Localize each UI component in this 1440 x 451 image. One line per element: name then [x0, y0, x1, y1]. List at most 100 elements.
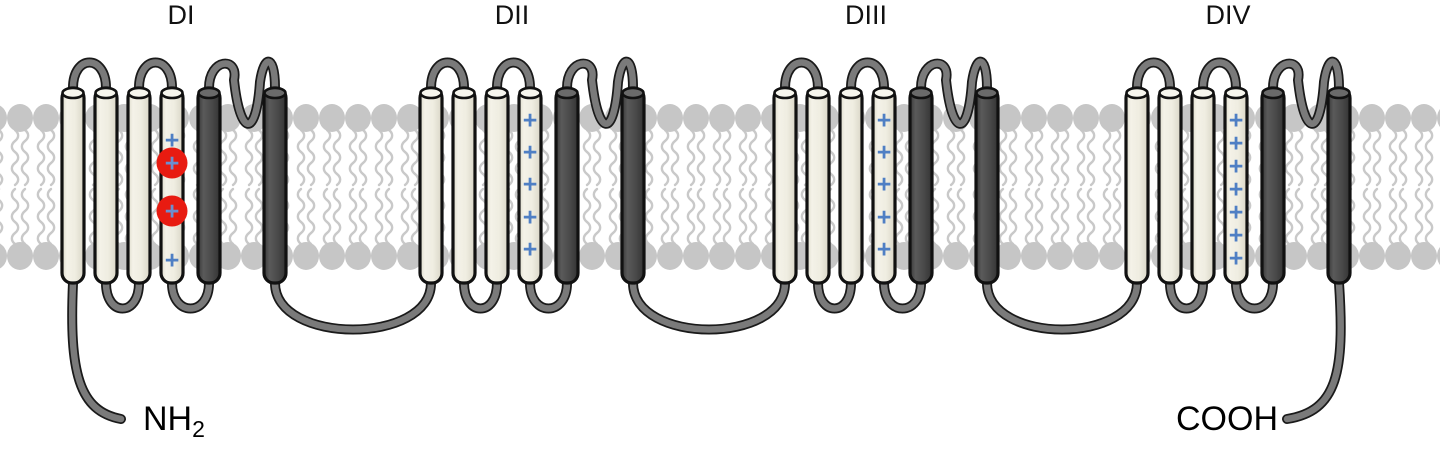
- lipid-tail: [1060, 128, 1070, 187]
- lipid-tail: [540, 128, 550, 187]
- lipid-tail: [1216, 187, 1226, 246]
- lipid-tail: [20, 128, 30, 187]
- loop-DIV-S2-S3: [1166, 279, 1207, 312]
- lipid-head: [1385, 242, 1411, 270]
- n-terminus-tail: [68, 279, 125, 423]
- lipid-head: [657, 104, 683, 132]
- helix-body-DI-S2: [93, 86, 119, 285]
- helix-DII-S5: [554, 86, 580, 285]
- lipid-head: [1281, 242, 1307, 270]
- lipid-tail: [1086, 128, 1096, 187]
- lipid-tail: [10, 128, 20, 187]
- lipid-head: [943, 242, 969, 270]
- lipid-tail: [722, 128, 732, 187]
- lipid-tail: [10, 187, 20, 246]
- helix-body-DII-S6: [620, 86, 646, 285]
- lipid-head: [657, 242, 683, 270]
- lipid-head: [33, 104, 59, 132]
- n-terminus-label: NH2: [143, 400, 205, 442]
- domain-label-DIII: DIII: [845, 0, 887, 30]
- lipid-tail: [998, 128, 1008, 187]
- lipid-tail: [306, 128, 316, 187]
- lipid-head: [1099, 242, 1125, 270]
- lipid-tail: [1310, 187, 1320, 246]
- lipid-tail: [400, 128, 410, 187]
- lipid-head: [1359, 242, 1385, 270]
- helix-DI-S2: [93, 86, 119, 285]
- c-terminus-tail: [1283, 279, 1344, 423]
- lipid-head: [7, 242, 33, 270]
- helix-cap-DIV-S3: [1191, 86, 1215, 100]
- loop-DII-S2-S3: [460, 279, 501, 312]
- lipid-head: [735, 242, 761, 270]
- lipid-tail: [696, 187, 706, 246]
- loop-DII-S3-S4: [493, 59, 534, 92]
- lipid-tail: [670, 128, 680, 187]
- lipid-tail: [348, 187, 358, 246]
- lipid-tail: [322, 128, 332, 187]
- helix-body-DI-S3: [126, 86, 152, 285]
- lipid-tail: [660, 128, 670, 187]
- lipid-tail: [1372, 187, 1382, 246]
- lipid-tail: [218, 128, 228, 187]
- helix-cap-DIV-S1: [1125, 86, 1149, 100]
- helix-body-DIII-S1: [772, 86, 798, 285]
- charge-plus-sign: +: [523, 236, 538, 264]
- helix-DIV-S3: [1190, 86, 1216, 285]
- lipid-head: [345, 104, 371, 132]
- lipid-tail: [46, 187, 56, 246]
- lipid-tail: [332, 187, 342, 246]
- loop-DIV-S4-S5: [1232, 279, 1277, 312]
- charge-plus-sign: +: [523, 107, 538, 135]
- lipid-tail: [1050, 128, 1060, 187]
- lipid-tail: [1086, 187, 1096, 246]
- helix-DIII-S3: [838, 86, 864, 285]
- helix-cap-DIII-S3: [839, 86, 863, 100]
- lipid-head: [0, 243, 7, 269]
- lipid-tail: [1362, 187, 1372, 246]
- lipid-tail: [1414, 128, 1424, 187]
- lipid-tail: [384, 128, 394, 187]
- lipid-tail: [800, 187, 810, 246]
- loop-DI-S1-S2: [69, 59, 110, 92]
- lipid-tail: [1284, 128, 1294, 187]
- lipid-tail: [644, 187, 654, 246]
- lipid-tail: [1294, 128, 1304, 187]
- helix-DII-S4: [517, 86, 543, 285]
- loop-DIV-pore: [1269, 58, 1343, 127]
- helix-body-DI-S1: [60, 86, 86, 285]
- helix-DIV-S2: [1157, 86, 1183, 285]
- lipid-tail: [254, 128, 264, 187]
- loop-DI-S3-S4: [135, 59, 176, 92]
- lipid-tail: [686, 187, 696, 246]
- loop-DII-S4-S5: [526, 279, 571, 312]
- lipid-tail: [592, 128, 602, 187]
- lipid-tail: [1424, 187, 1434, 246]
- lipid-tail: [712, 128, 722, 187]
- lipid-head: [1021, 242, 1047, 270]
- helix-cap-DII-S5: [555, 86, 579, 100]
- charge-plus-sign: +: [523, 171, 538, 199]
- lipid-tail: [826, 128, 836, 187]
- lipid-tail: [244, 128, 254, 187]
- lipid-head: [1021, 104, 1047, 132]
- lipid-tail: [296, 187, 306, 246]
- helix-cap-DIII-S1: [773, 86, 797, 100]
- charge-plus-sign: +: [165, 150, 180, 178]
- lipid-head: [293, 104, 319, 132]
- lipid-tail: [400, 187, 410, 246]
- charge-plus-sign: +: [1229, 176, 1244, 204]
- charge-plus-sign: +: [165, 127, 180, 155]
- helix-DII-S6: [620, 86, 646, 285]
- loop-DII-S1-S2: [427, 59, 468, 92]
- lipid-tail: [1034, 187, 1044, 246]
- lipid-head: [735, 104, 761, 132]
- lipid-tail: [1284, 187, 1294, 246]
- lipid-head: [1359, 104, 1385, 132]
- helix-DI-S4: [159, 86, 185, 285]
- helix-cap-DIV-S6: [1327, 86, 1351, 100]
- connecting-loops: [67, 56, 1346, 424]
- helix-cap-DII-S2: [452, 86, 476, 100]
